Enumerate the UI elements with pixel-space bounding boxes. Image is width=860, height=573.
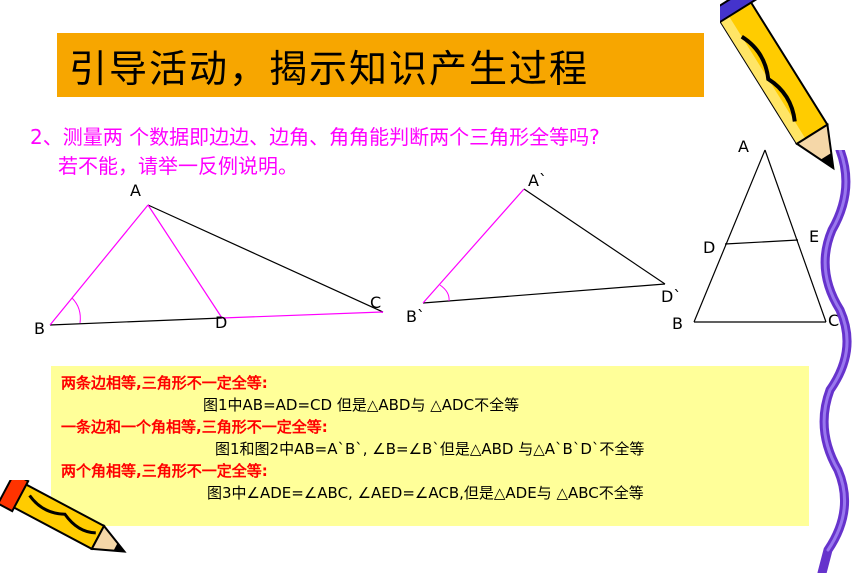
segment-A'D': [523, 188, 666, 285]
question-line-2: 若不能，请举一反例说明。: [58, 154, 298, 178]
pencil-icon: [0, 480, 127, 553]
label-A: A: [130, 181, 141, 200]
explanation-box: 两条边相等,三角形不一定全等: 图1中AB=AD=CD 但是△ABD与 △ADC…: [51, 366, 809, 526]
label-C: C: [370, 293, 381, 312]
case-3-body: 图3中∠ADE=∠ABC, ∠AED=∠ACB,但是△ADE与 △ABC不全等: [207, 484, 644, 502]
segment-B'D': [422, 283, 666, 304]
figure-2: A` B` D`: [406, 171, 681, 326]
segment-AB: [49, 204, 149, 326]
page-title: 引导活动，揭示知识产生过程: [69, 46, 590, 91]
label-B-prime: B`: [406, 307, 425, 326]
ribbon-decoration: [817, 150, 852, 573]
label-A: A: [738, 137, 749, 156]
question-line-1: 2、测量两 个数据即边边、边角、角角能判断两个三角形全等吗?: [30, 125, 600, 149]
segment-BD: [49, 317, 223, 326]
segment-AC: [764, 149, 827, 323]
title-banner: 引导活动，揭示知识产生过程: [57, 33, 704, 97]
segment-AD: [147, 204, 223, 319]
figure-3: A B C D E: [672, 137, 839, 333]
pencil-icon: [720, 0, 835, 171]
segment-A'B': [422, 188, 525, 304]
case-3-heading: 两个角相等,三角形不一定全等:: [61, 462, 268, 480]
case-2-body: 图1和图2中AB=A`B`, ∠B=∠B`但是△ABD 与△A`B`D`不全等: [215, 440, 645, 458]
case-1-heading: 两条边相等,三角形不一定全等:: [61, 374, 268, 392]
question-text: 2、测量两 个数据即边边、边角、角角能判断两个三角形全等吗? 若不能，请举一反例…: [30, 123, 790, 181]
case-1-body: 图1中AB=AD=CD 但是△ABD与 △ADC不全等: [203, 396, 520, 414]
segment-DE: [724, 239, 799, 245]
label-D: D: [703, 238, 715, 257]
label-C: C: [828, 311, 839, 330]
case-2-heading: 一条边和一个角相等,三角形不一定全等:: [61, 418, 328, 436]
angle-B-arc: [71, 297, 81, 324]
segment-DC: [221, 311, 384, 319]
label-B: B: [672, 314, 683, 333]
label-B: B: [34, 319, 45, 338]
label-E: E: [809, 227, 819, 246]
segment-AB: [693, 149, 766, 323]
label-D-prime: D`: [661, 287, 681, 306]
segment-AC: [147, 204, 384, 313]
label-A-prime: A`: [528, 171, 547, 190]
angle-B'-arc: [439, 284, 450, 302]
label-D: D: [215, 313, 227, 332]
figure-1: A B C D: [34, 181, 384, 338]
